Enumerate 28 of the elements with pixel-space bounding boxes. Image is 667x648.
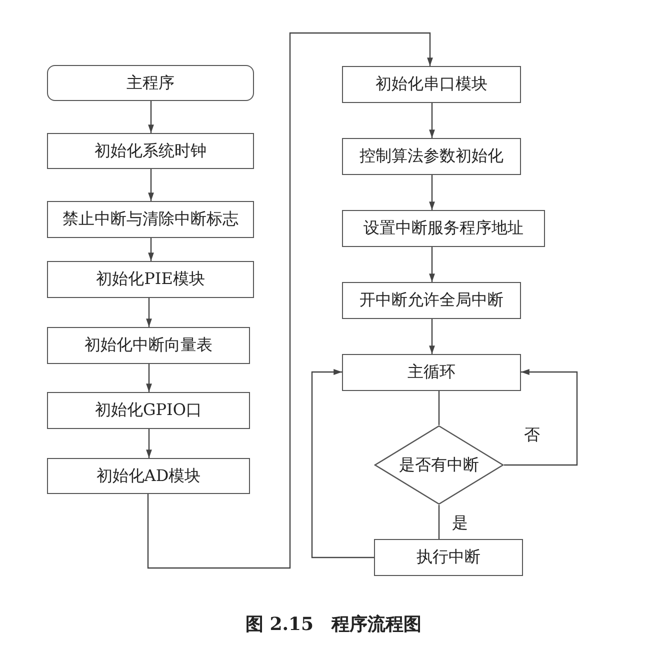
- arrow: [147, 32, 433, 569]
- arrow: [148, 169, 154, 201]
- arrow: [429, 103, 435, 138]
- arrow: [504, 369, 578, 466]
- process-box: 禁止中断与清除中断标志: [47, 201, 254, 238]
- process-box: 设置中断服务程序地址: [342, 210, 545, 247]
- arrow: [148, 101, 154, 133]
- arrow: [311, 369, 374, 558]
- process-box: 主循环: [342, 354, 521, 391]
- process-box: 控制算法参数初始化: [342, 138, 521, 175]
- process-box: 初始化串口模块: [342, 66, 521, 103]
- arrow: [146, 429, 152, 458]
- figure-caption: 图 2.15 程序流程图: [245, 614, 422, 635]
- process-box: 初始化系统时钟: [47, 133, 254, 169]
- process-box: 初始化PIE模块: [47, 261, 254, 298]
- process-box: 初始化AD模块: [47, 458, 250, 494]
- process-box: 初始化GPIO口: [47, 392, 250, 429]
- arrow: [429, 319, 435, 354]
- arrow: [429, 247, 435, 282]
- process-box: 执行中断: [374, 539, 523, 576]
- arrow: [146, 298, 152, 327]
- arrow: [148, 238, 154, 261]
- process-box: 初始化中断向量表: [47, 327, 250, 364]
- terminal-box: 主程序: [47, 65, 254, 101]
- arrow: [429, 175, 435, 210]
- decision-diamond: 是否有中断: [374, 425, 504, 505]
- arrow: [146, 364, 152, 392]
- process-box: 开中断允许全局中断: [342, 282, 521, 319]
